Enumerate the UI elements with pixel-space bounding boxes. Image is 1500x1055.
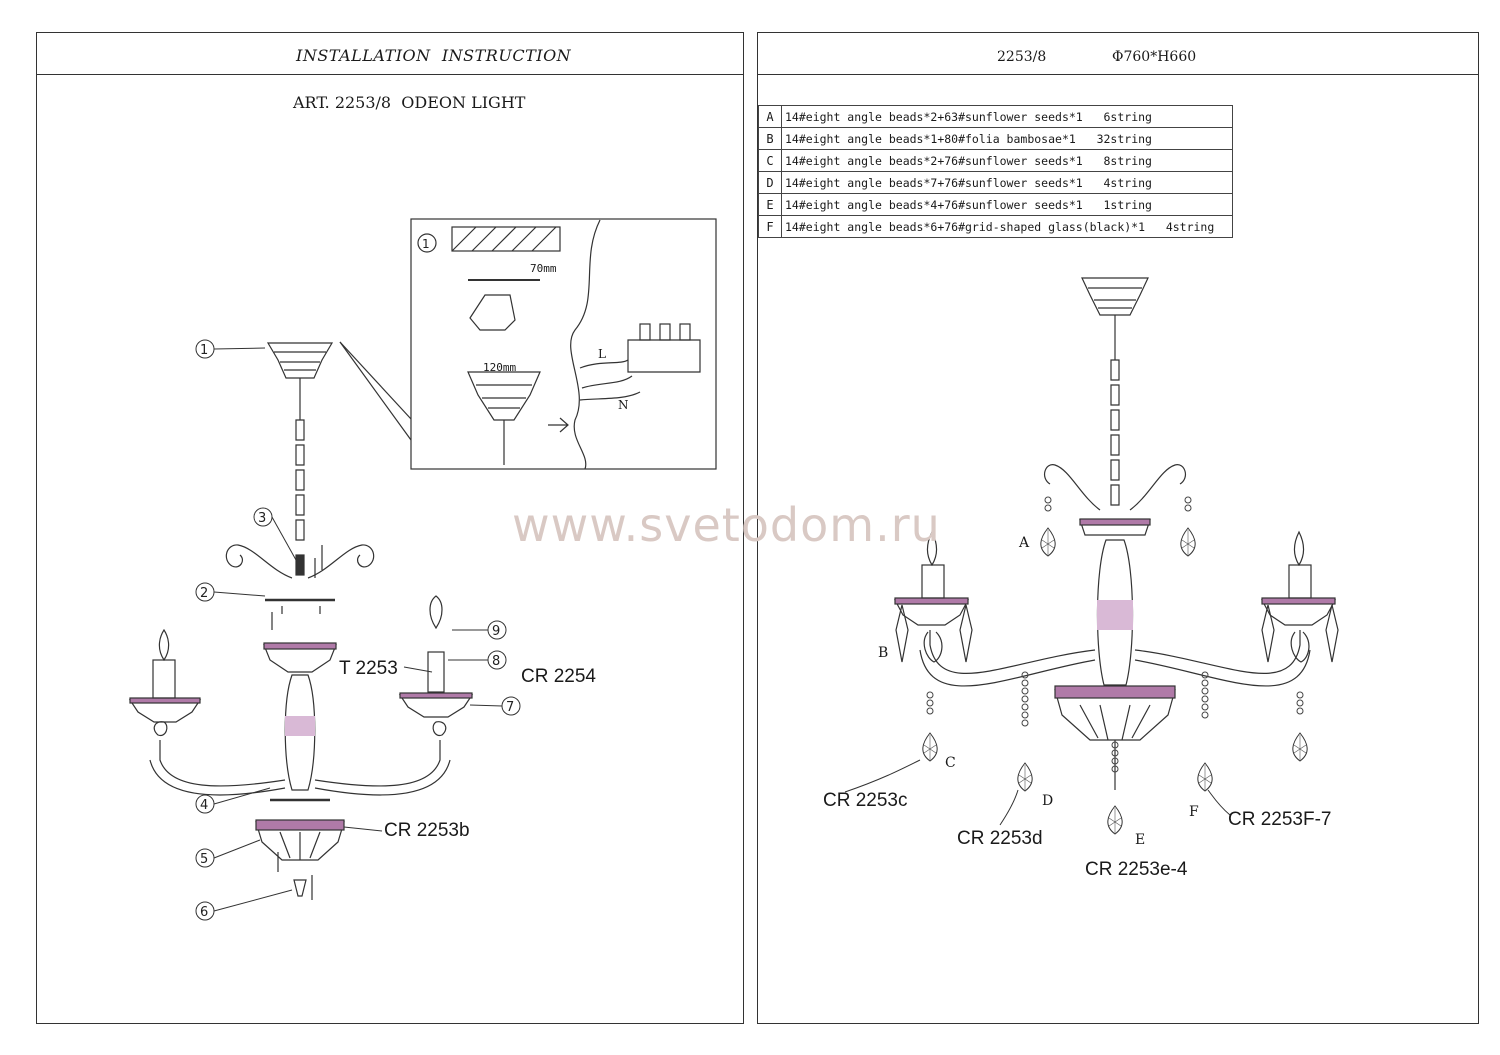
- watermark: www.svetodom.ru: [512, 498, 941, 552]
- right-page-frame: [757, 32, 1479, 1024]
- wiring-inset: [339, 218, 717, 470]
- left-page-frame: [36, 32, 744, 1024]
- svg-text:9: 9: [492, 624, 500, 639]
- svg-text:2: 2: [200, 586, 208, 601]
- dimension-120mm: 120mm: [483, 361, 517, 374]
- svg-text:7: 7: [506, 700, 514, 715]
- part-label-cr2253c: CR 2253c: [823, 790, 908, 811]
- article-title: ART. 2253/8 ODEON LIGHT: [293, 93, 526, 112]
- left-header-divider: [36, 74, 744, 75]
- model-number: 2253/8: [997, 49, 1047, 65]
- part-label-cr2254: CR 2254: [521, 666, 596, 687]
- instruction-header: INSTALLATION INSTRUCTION: [296, 46, 572, 65]
- part-label-t2253: T 2253: [339, 658, 398, 679]
- part-label-cr2253d: CR 2253d: [957, 828, 1043, 849]
- right-header-divider: [757, 74, 1479, 75]
- callout-markers: 1 2 3 4 5 6 7 8 9: [195, 339, 521, 921]
- wire-label-l: L: [598, 347, 606, 361]
- part-label-cr2253e4: CR 2253e-4: [1085, 859, 1188, 880]
- part-label-cr2253b: CR 2253b: [384, 820, 470, 841]
- string-letter-b: B: [878, 645, 889, 661]
- string-letter-c: C: [945, 755, 956, 771]
- string-letter-f: F: [1189, 804, 1199, 820]
- svg-text:5: 5: [200, 852, 208, 867]
- svg-text:4: 4: [200, 798, 208, 813]
- right-assembled-view: [894, 277, 1339, 790]
- model-size: Φ760*H660: [1112, 49, 1197, 65]
- svg-text:8: 8: [492, 654, 500, 669]
- inset-marker: 1: [422, 237, 430, 251]
- wire-label-n: N: [618, 398, 629, 412]
- string-letter-d: D: [1042, 793, 1054, 809]
- svg-text:1: 1: [200, 343, 208, 358]
- svg-text:3: 3: [258, 511, 266, 526]
- string-letter-e: E: [1135, 832, 1146, 848]
- svg-text:6: 6: [200, 905, 208, 920]
- part-label-cr2253f7: CR 2253F-7: [1228, 809, 1332, 830]
- string-letter-a: A: [1019, 535, 1030, 551]
- left-exploded-view: [128, 342, 474, 900]
- dimension-70mm: 70mm: [530, 262, 557, 275]
